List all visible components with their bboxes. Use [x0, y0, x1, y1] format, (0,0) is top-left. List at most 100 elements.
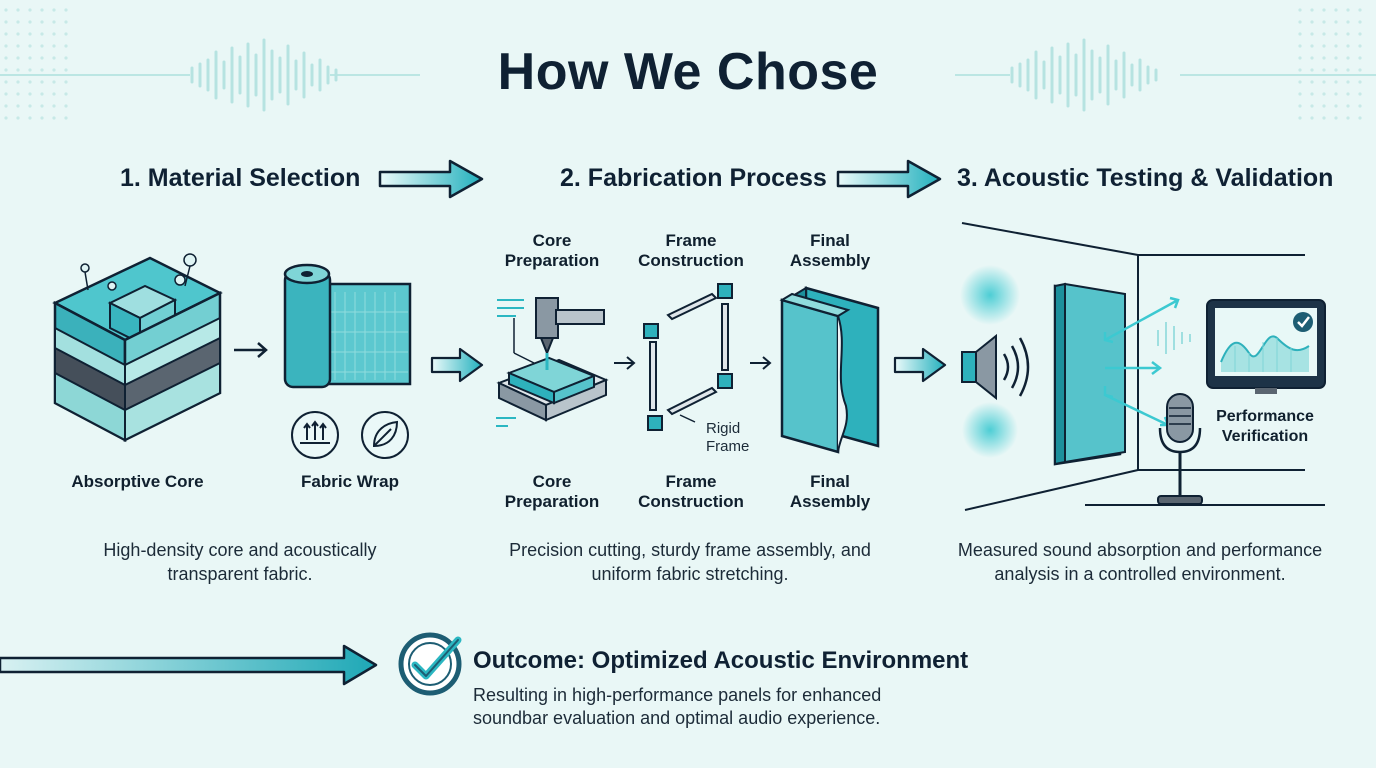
background-dot — [16, 104, 20, 108]
background-dot — [1334, 20, 1338, 24]
background-dot — [4, 44, 8, 48]
step-3-description: Measured sound absorption and performanc… — [957, 540, 1323, 584]
background-dot — [1358, 80, 1362, 84]
background-dot — [1334, 116, 1338, 120]
background-dot — [28, 92, 32, 96]
background-dot — [1358, 44, 1362, 48]
step-3-title: 3. Acoustic Testing & Validation — [957, 164, 1334, 192]
background-dot — [1322, 8, 1326, 12]
background-dot — [1334, 68, 1338, 72]
background-dot — [52, 56, 56, 60]
background-dot — [28, 68, 32, 72]
background-dot — [1322, 116, 1326, 120]
background-dot — [1298, 56, 1302, 60]
background-dot — [16, 116, 20, 120]
background-dot — [52, 68, 56, 72]
background-dot — [64, 80, 68, 84]
background-dot — [1322, 32, 1326, 36]
background-dot — [1298, 116, 1302, 120]
background-dot — [1322, 44, 1326, 48]
background-dot — [52, 104, 56, 108]
background-dot — [64, 92, 68, 96]
background-dot — [1334, 8, 1338, 12]
background-dot — [40, 104, 44, 108]
background-dot — [1346, 68, 1350, 72]
background-dot — [40, 116, 44, 120]
background-dot — [40, 56, 44, 60]
arrow-right-icon — [614, 356, 636, 370]
background-dot — [1346, 56, 1350, 60]
background-dot — [64, 8, 68, 12]
background-dot — [52, 32, 56, 36]
background-dot — [40, 8, 44, 12]
layered-core-icon — [52, 253, 223, 443]
background-dot — [64, 116, 68, 120]
background-dot — [40, 44, 44, 48]
background-dot — [1358, 116, 1362, 120]
speaker-icon — [961, 333, 1030, 401]
background-dot — [1334, 32, 1338, 36]
background-dot — [52, 44, 56, 48]
outcome-title: Outcome: Optimized Acoustic Environment — [473, 647, 969, 674]
background-dot — [16, 80, 20, 84]
testing-chamber — [960, 222, 1325, 511]
background-dot — [28, 104, 32, 108]
background-dot — [4, 32, 8, 36]
background-dot — [64, 68, 68, 72]
background-dot — [1310, 68, 1314, 72]
background-dot — [40, 92, 44, 96]
step-2-description: Precision cutting, sturdy frame assembly… — [509, 540, 871, 584]
background-dot — [16, 68, 20, 72]
background-dot — [52, 116, 56, 120]
background-dot — [1334, 56, 1338, 60]
background-dot — [16, 92, 20, 96]
background-dot — [1310, 20, 1314, 24]
leaf-icon — [361, 411, 409, 459]
background-dot — [52, 92, 56, 96]
microphone-icon — [1157, 393, 1203, 505]
background-dot — [1298, 92, 1302, 96]
background-dot — [1346, 20, 1350, 24]
background-dot — [64, 32, 68, 36]
outcome-text-line2: soundbar evaluation and optimal audio ex… — [473, 708, 881, 728]
background-dot — [40, 20, 44, 24]
monitor-chart-icon — [1206, 299, 1326, 394]
step-2-title: 2. Fabrication Process — [560, 164, 827, 192]
background-dot — [1346, 92, 1350, 96]
background-dot — [1322, 68, 1326, 72]
background-dot — [1310, 8, 1314, 12]
background-dot — [4, 104, 8, 108]
background-dot — [64, 20, 68, 24]
background-dot — [1358, 20, 1362, 24]
background-dot — [1358, 104, 1362, 108]
background-dot — [1358, 56, 1362, 60]
background-dot — [64, 56, 68, 60]
page-title: How We Chose — [497, 43, 879, 101]
background-dot — [28, 8, 32, 12]
background-dot — [1322, 20, 1326, 24]
background-dot — [1346, 44, 1350, 48]
background-dot — [28, 116, 32, 120]
background-dot — [1358, 8, 1362, 12]
background-dot — [1346, 104, 1350, 108]
background-dot — [40, 80, 44, 84]
panel-assembly-icon — [779, 286, 880, 454]
step-1-title: 1. Material Selection — [120, 164, 361, 192]
background-dot — [28, 56, 32, 60]
arrow-right-icon — [750, 356, 772, 370]
background-dot — [1298, 8, 1302, 12]
background-dot — [1346, 8, 1350, 12]
background-dot — [1322, 92, 1326, 96]
background-dot — [28, 32, 32, 36]
background-dot — [1310, 92, 1314, 96]
arrow-right-icon — [0, 644, 378, 686]
background-dot — [28, 20, 32, 24]
cutting-machine-icon — [496, 297, 609, 427]
background-dot — [1298, 44, 1302, 48]
background-dot — [4, 68, 8, 72]
